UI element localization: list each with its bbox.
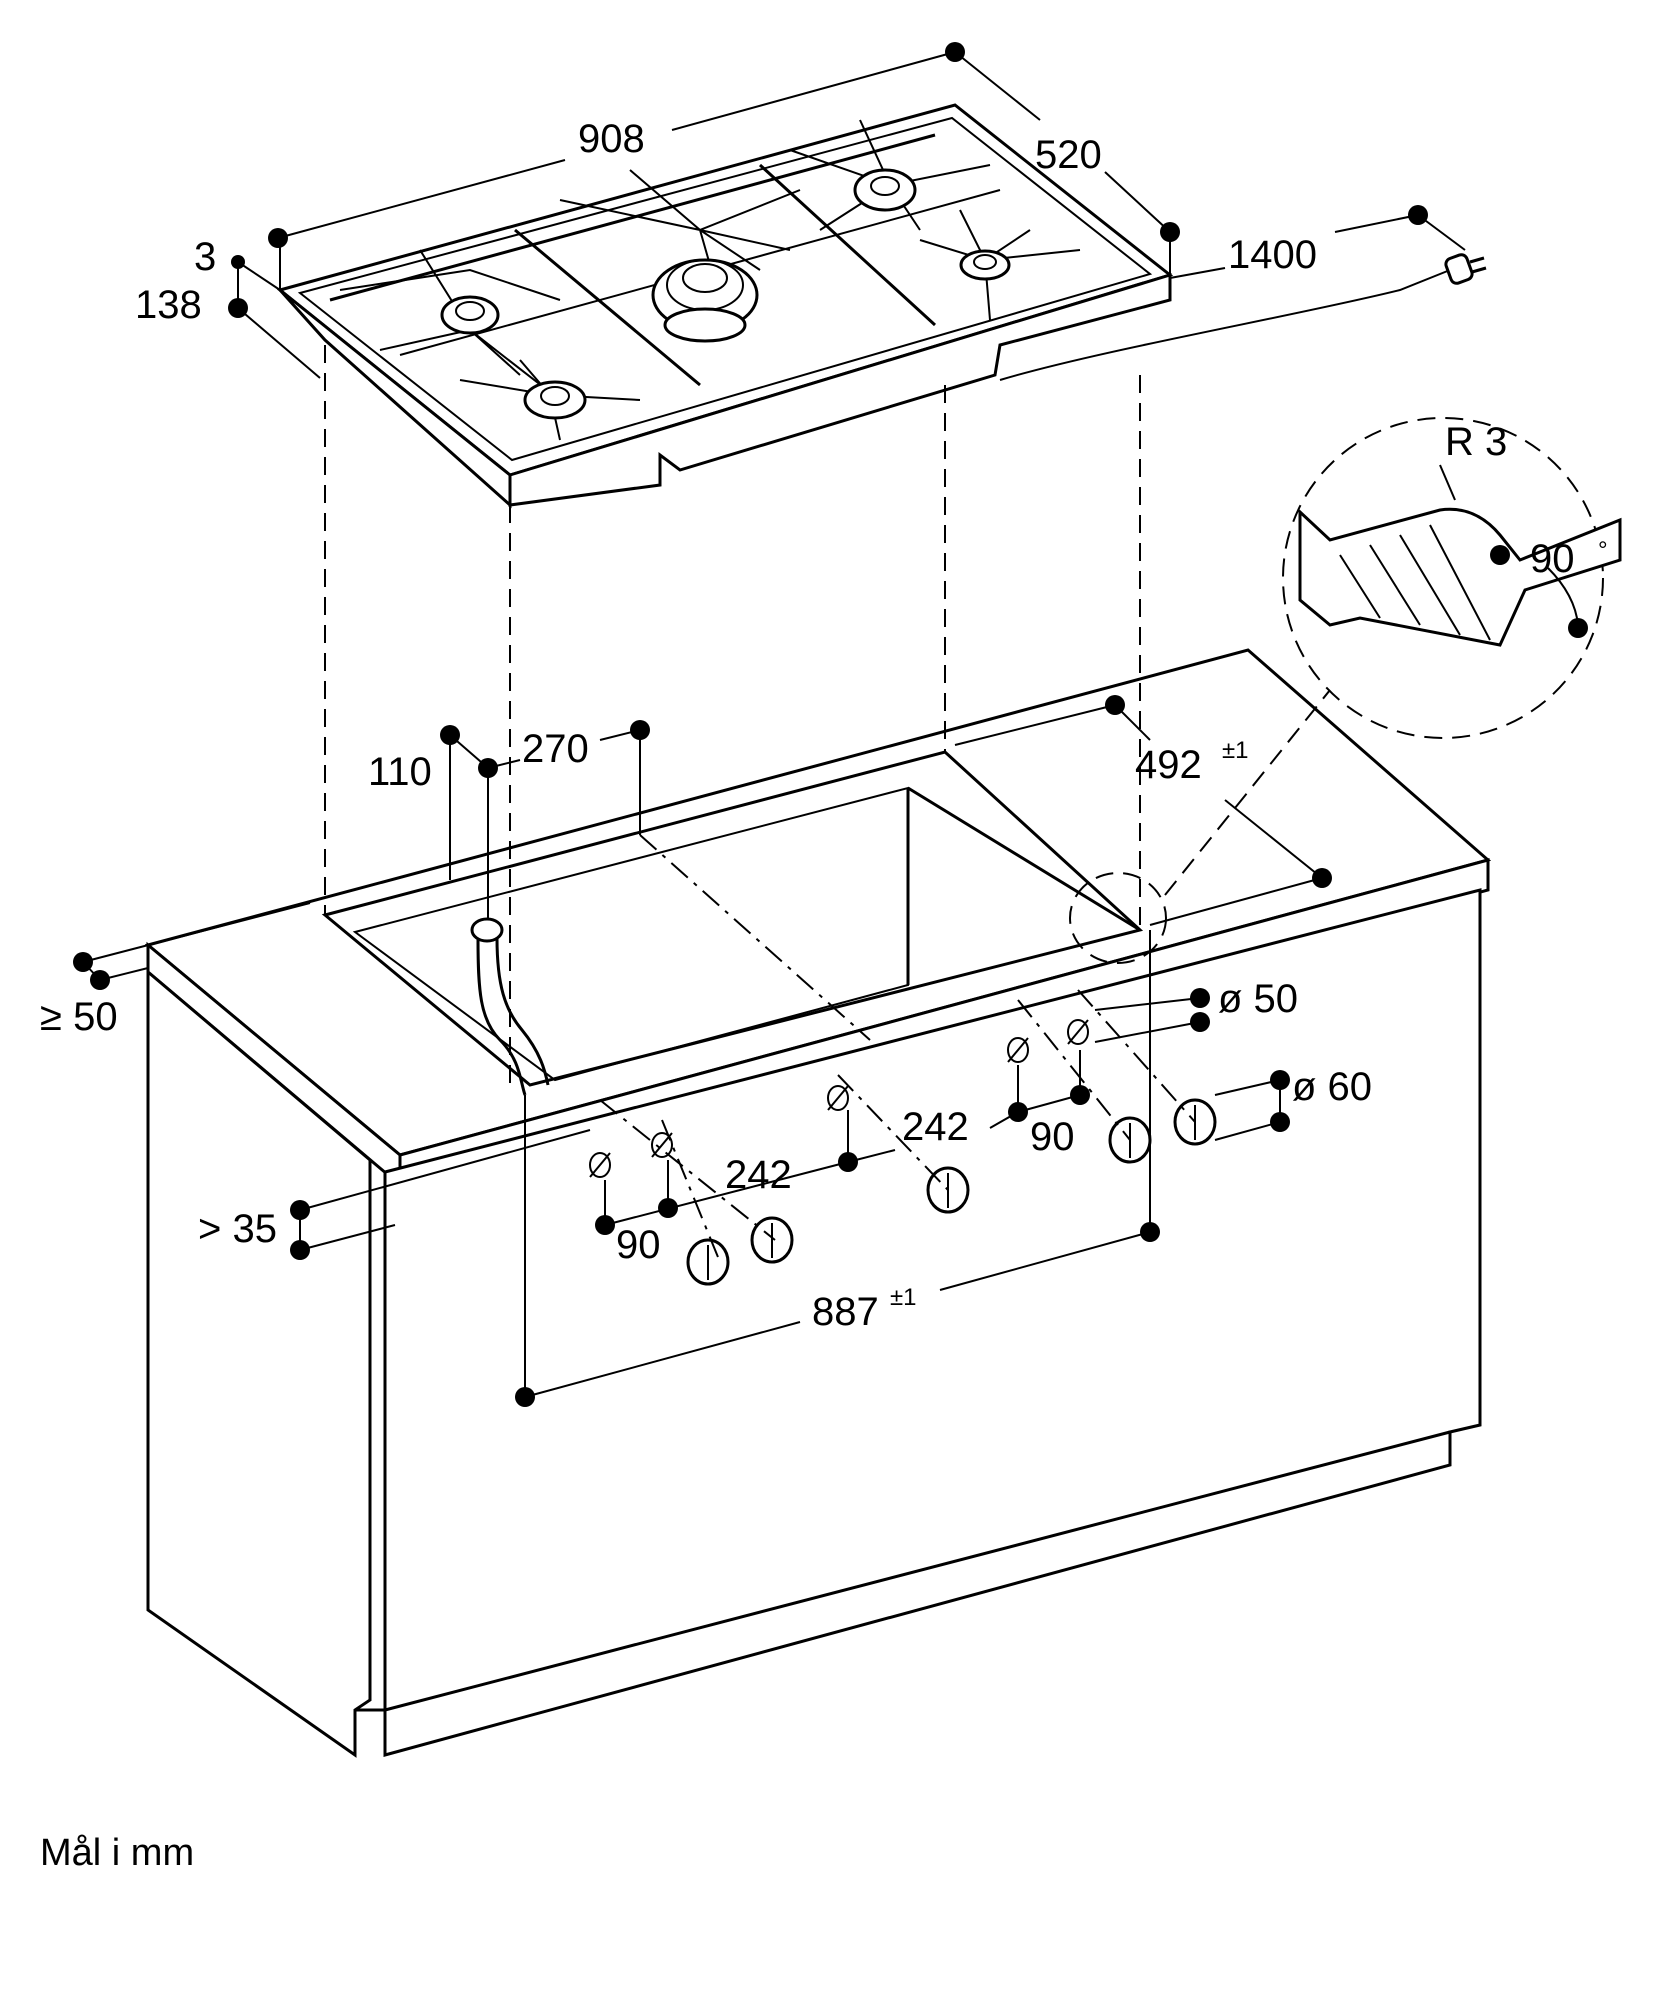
cooktop bbox=[276, 103, 1487, 509]
dimension-dots bbox=[73, 42, 1588, 1407]
units-caption: Mål i mm bbox=[40, 1832, 195, 1874]
hole-markers bbox=[589, 1019, 1089, 1178]
dim-242-left: 242 bbox=[725, 1153, 792, 1197]
gas-hose bbox=[470, 917, 550, 1096]
dim-520: 520 bbox=[1035, 133, 1102, 177]
dim-angle-90: 90 bbox=[1530, 537, 1575, 581]
projection-lines bbox=[324, 345, 1196, 1263]
plug-icon bbox=[1444, 253, 1487, 285]
burner-back-right bbox=[853, 168, 917, 212]
burner-back-left bbox=[440, 295, 500, 335]
dim-887-tolerance: ±1 bbox=[890, 1284, 917, 1311]
dim-front-35: > 35 bbox=[198, 1207, 277, 1251]
dim-110: 110 bbox=[368, 750, 432, 794]
power-cable bbox=[999, 267, 1456, 381]
dimension-labels: 908 520 1400 3 138 R 3 90 ° 110 270 492 … bbox=[40, 117, 1608, 1334]
dim-angle-deg: ° bbox=[1598, 537, 1608, 564]
edge-detail bbox=[1069, 417, 1622, 964]
dim-908: 908 bbox=[578, 117, 645, 161]
dim-diameter-60: ø 60 bbox=[1292, 1065, 1372, 1109]
knob-2 bbox=[750, 1216, 794, 1264]
dim-3: 3 bbox=[194, 235, 216, 279]
dim-242-right: 242 bbox=[902, 1105, 969, 1149]
dim-270: 270 bbox=[522, 727, 589, 771]
burner-center-wok bbox=[651, 258, 759, 343]
dim-edge-50: ≥ 50 bbox=[40, 995, 118, 1039]
dim-492: 492 bbox=[1135, 743, 1202, 787]
dim-90-left: 90 bbox=[616, 1223, 661, 1267]
burner-front-left bbox=[523, 380, 587, 420]
cabinet bbox=[144, 648, 1492, 1758]
dim-1400: 1400 bbox=[1228, 233, 1317, 277]
dim-492-tolerance: ±1 bbox=[1222, 737, 1249, 764]
knob-1 bbox=[686, 1238, 730, 1286]
dim-138: 138 bbox=[135, 283, 202, 327]
burner-front-right bbox=[959, 249, 1011, 281]
dim-r3: R 3 bbox=[1445, 420, 1507, 464]
dim-90-right: 90 bbox=[1030, 1115, 1075, 1159]
dim-887: 887 bbox=[812, 1290, 879, 1334]
dim-diameter-50: ø 50 bbox=[1218, 977, 1298, 1021]
